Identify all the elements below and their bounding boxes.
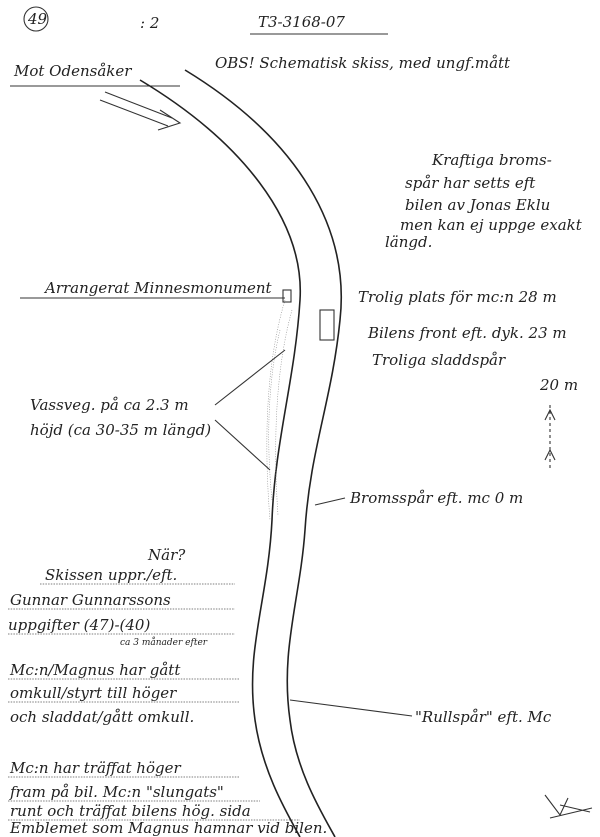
source-line: uppgifter (47)-(40): [8, 616, 150, 634]
page-number: 49: [27, 10, 48, 28]
svg-text:Emblemet som Magnus hamnar vid: Emblemet som Magnus hamnar vid bilen.: [9, 819, 327, 837]
car-front-label: Bilens front eft. dyk. 23 m: [367, 324, 567, 342]
svg-text:Mc:n/Magnus har gått: Mc:n/Magnus har gått: [9, 661, 181, 679]
source-line: Skissen uppr./eft.: [45, 566, 177, 584]
svg-text:Kraftiga broms-: Kraftiga broms-: [431, 151, 552, 169]
svg-text:fram på bil. Mc:n "slungats": fram på bil. Mc:n "slungats": [9, 783, 224, 801]
svg-text:spår har setts eft: spår har setts eft: [405, 174, 536, 192]
memorial-icon: [282, 289, 292, 303]
roll-marks-leader: [289, 699, 413, 717]
direction-label: Mot Odensåker: [13, 62, 132, 80]
reed-vegetation: [266, 299, 293, 521]
scenario-2-note: Mc:n har träffat höger fram på bil. Mc:n…: [8, 759, 327, 837]
vegetation-label-1: Vassveg. på ca 2.3 m: [30, 396, 189, 414]
roll-marks-label: "Rullspår" eft. Mc: [415, 708, 552, 726]
svg-text:runt och träffat bilens hög. s: runt och träffat bilens hög. sida: [10, 802, 251, 820]
car-icon: [319, 309, 335, 341]
signature: [544, 794, 593, 819]
skid-marks-label: Troliga sladdspår: [372, 351, 506, 369]
svg-text:Mc:n har träffat höger: Mc:n har träffat höger: [9, 759, 181, 777]
scenario-1-note: Mc:n/Magnus har gått omkull/styrt till h…: [8, 661, 240, 726]
source-sub: ca 3 månader efter: [120, 636, 208, 648]
distance-20-label: 20 m: [539, 376, 578, 394]
distance-arrow-icon: [544, 405, 556, 470]
brake-note: Kraftiga broms- spår har setts eft bilen…: [385, 151, 583, 251]
road: [139, 69, 342, 837]
brake-marks-label: Bromsspår eft. mc 0 m: [349, 489, 523, 507]
vegetation-label-2: höjd (ca 30-35 m längd): [30, 421, 211, 439]
sheet-mark: : 2: [140, 14, 159, 32]
vegetation-arrow-2: [214, 419, 271, 471]
svg-text:omkull/styrt till höger: omkull/styrt till höger: [10, 684, 177, 702]
svg-text:och sladdat/gått omkull.: och sladdat/gått omkull.: [10, 708, 194, 726]
memorial-label: Arrangerat Minnesmonument: [43, 279, 273, 297]
vegetation-arrow-1: [214, 349, 286, 406]
source-line: Gunnar Gunnarssons: [10, 591, 171, 609]
svg-text:bilen av Jonas Eklu: bilen av Jonas Eklu: [405, 196, 550, 214]
when-question: När?: [147, 546, 186, 564]
direction-arrow-icon: [99, 91, 182, 131]
svg-text:längd.: längd.: [385, 233, 432, 251]
svg-text:men kan ej uppge exakt: men kan ej uppge exakt: [400, 216, 583, 234]
page-number-circle: [23, 6, 49, 32]
mc-position-label: Trolig plats för mc:n 28 m: [358, 288, 557, 306]
schematic-note: OBS! Schematisk skiss, med ungf.mått: [215, 54, 511, 72]
brake-marks-leader: [314, 497, 346, 506]
case-number: T3-3168-07: [258, 13, 345, 31]
